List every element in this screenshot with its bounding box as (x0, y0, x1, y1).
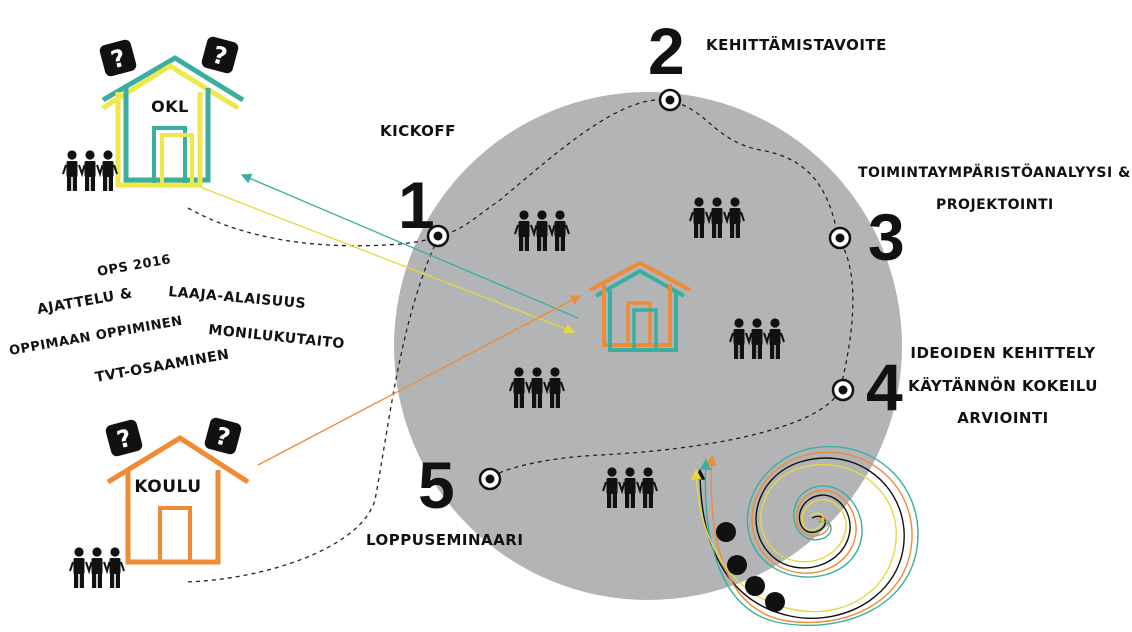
arrow-orange (257, 295, 582, 466)
dot (727, 555, 747, 575)
topic-ajattelu: AJATTELU & (36, 285, 134, 318)
step-number: 5 (418, 448, 455, 522)
step-number: 3 (868, 200, 905, 274)
topic-ops: OPS 2016 (96, 252, 172, 280)
spiral-graphic (690, 445, 919, 626)
step-number: 1 (398, 168, 435, 242)
station-marker (478, 467, 502, 491)
arrow-yellow (199, 186, 576, 334)
step-label: TOIMINTAYMPÄRISTÖANALYYSI & (858, 163, 1131, 181)
question-icon: ? (203, 416, 243, 456)
topic-oppimaan: OPPIMAAN OPPIMINEN (8, 314, 184, 359)
topic-laaja: LAAJA-ALAISUUS (168, 284, 307, 312)
topic-tvt: TVT-OSAAMINEN (94, 347, 231, 386)
question-icon: ? (104, 418, 144, 458)
step-label: KEHITTÄMISTAVOITE (706, 35, 887, 54)
station-marker (831, 378, 855, 402)
step-number: 2 (648, 14, 685, 88)
question-icon: ? (200, 35, 240, 75)
step-label: LOPPUSEMINAARI (366, 531, 523, 549)
people-icon (70, 547, 124, 588)
step-label: IDEOIDEN KEHITTELY (910, 344, 1096, 362)
step-label: KÄYTÄNNÖN KOKEILU (908, 376, 1098, 395)
arrow-teal (240, 173, 579, 319)
koulu-label: KOULU (134, 477, 201, 497)
koulu-house: KOULU (106, 435, 250, 565)
dot (765, 592, 785, 612)
station-marker (658, 88, 682, 112)
center-house (589, 260, 691, 352)
station-marker (426, 224, 450, 248)
step-number: 4 (866, 350, 903, 424)
path-to-koulu (184, 237, 439, 583)
step-label: PROJEKTOINTI (936, 197, 1054, 213)
topic-moni: MONILUKUTAITO (208, 322, 346, 352)
step-label: ARVIOINTI (957, 409, 1049, 427)
station-marker (828, 226, 852, 250)
dot (745, 576, 765, 596)
question-icon: ? (98, 38, 138, 78)
okl-label: OKL (151, 97, 189, 116)
dot (716, 522, 736, 542)
people-icon (63, 150, 117, 191)
okl-house: OKL (101, 55, 245, 188)
step-label: KICKOFF (380, 122, 456, 140)
